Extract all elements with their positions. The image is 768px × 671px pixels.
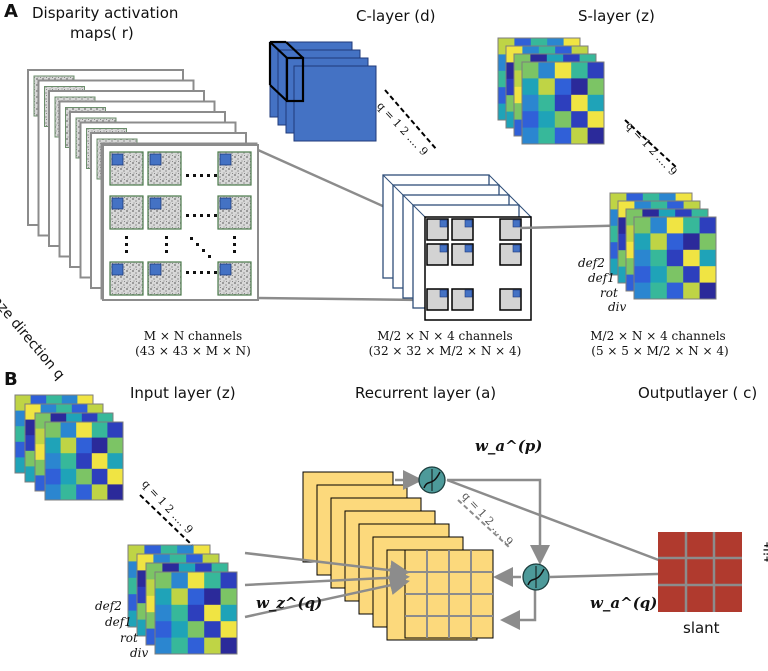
disparity-title-2: maps( r)	[70, 24, 134, 42]
pooling-cell-marker	[512, 219, 521, 228]
b-rot: rot	[120, 631, 138, 645]
q-dash-input	[139, 494, 193, 546]
connection-arrows	[244, 470, 694, 630]
s-layer-orientation-heatmap	[633, 216, 717, 300]
pooling-cell-marker	[464, 244, 473, 253]
pooling-cell-marker	[512, 289, 521, 298]
disparity-cell-marker	[111, 263, 124, 276]
pooling-cube	[382, 174, 532, 321]
disparity-cell-marker	[219, 197, 232, 210]
a-def1: def1	[588, 271, 615, 285]
b-div: div	[130, 646, 149, 660]
weight-a-p-text: w_a^(p)	[475, 437, 543, 455]
output-layer-title: Outputlayer ( c)	[638, 384, 758, 402]
slant-label: slant	[683, 619, 720, 637]
q-dash-c	[384, 89, 438, 151]
a-def2: def2	[578, 256, 605, 270]
output-layer-grid	[658, 532, 742, 612]
input-orientation-heatmap	[154, 571, 238, 655]
b-def1: def1	[105, 615, 132, 629]
left-channels-1: M × N channels	[143, 329, 243, 343]
input-layer-title: Input layer (z)	[130, 384, 236, 402]
disparity-cell-marker	[149, 197, 162, 210]
s-layer-title: S-layer (z)	[578, 7, 655, 25]
recurrent-layer-stack	[302, 471, 494, 641]
a-rot: rot	[600, 286, 618, 300]
c-layer-stack	[268, 40, 377, 142]
recurrent-layer-title: Recurrent layer (a)	[355, 384, 497, 402]
b-def2: def2	[95, 599, 122, 613]
weight-a-p: w_a^(p)	[475, 437, 543, 455]
pooling-cell-marker	[512, 244, 521, 253]
panel-a-letter: A	[4, 1, 18, 22]
q-dash-s	[624, 119, 678, 169]
q-dash-recurrent	[457, 499, 511, 549]
panel-b-letter: B	[4, 369, 18, 390]
disparity-cell-marker	[111, 153, 124, 166]
disparity-cell-marker	[111, 197, 124, 210]
a-div: div	[608, 300, 627, 314]
weight-a-q-text: w_a^(q)	[590, 594, 658, 612]
mid-channels-2: (32 × 32 × M/2 × N × 4)	[368, 344, 522, 358]
tilt-label: tilt	[761, 541, 768, 562]
disparity-cell-marker	[149, 263, 162, 276]
pooling-cell-marker	[464, 219, 473, 228]
ellipsis-dots	[125, 174, 236, 274]
sum-node-top	[418, 466, 446, 494]
pooling-cell-marker	[439, 244, 448, 253]
disparity-cell-marker	[219, 263, 232, 276]
input-layer-heatmap	[44, 421, 124, 501]
sum-node-bottom	[522, 563, 550, 591]
weight-z-q: w_z^(q)	[256, 594, 323, 612]
disparity-cell-marker	[149, 153, 162, 166]
mid-channels-1: M/2 × N × 4 channels	[377, 329, 513, 343]
pooling-cell-marker	[464, 289, 473, 298]
right-channels-2: (5 × 5 × M/2 × N × 4)	[591, 344, 729, 358]
right-channels-1: M/2 × N × 4 channels	[590, 329, 726, 343]
c-layer-title: C-layer (d)	[356, 7, 436, 25]
weight-z-q-text: w_z^(q)	[256, 594, 323, 612]
disparity-title: Disparity activation	[32, 4, 179, 22]
left-channels-2: (43 × 43 × M × N)	[135, 344, 251, 358]
disparity-map-stack	[27, 69, 259, 301]
disparity-cell-marker	[219, 153, 232, 166]
pooling-cell-marker	[439, 289, 448, 298]
s-layer-heatmap	[521, 61, 605, 145]
pooling-cell-marker	[439, 219, 448, 228]
weight-a-q: w_a^(q)	[590, 594, 658, 612]
